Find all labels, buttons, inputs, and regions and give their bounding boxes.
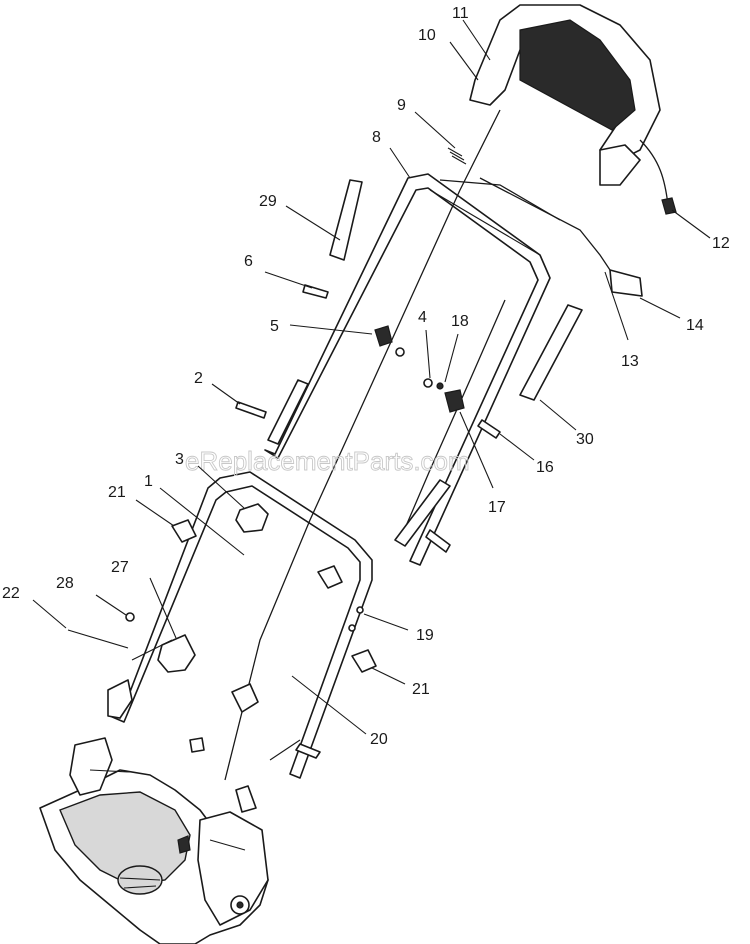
callout-3: 3 <box>175 451 184 468</box>
callout-27: 27 <box>111 559 129 576</box>
callout-14: 14 <box>686 317 704 334</box>
callout-1: 1 <box>144 473 153 490</box>
callout-20: 20 <box>370 731 388 748</box>
callout-12: 12 <box>712 235 730 252</box>
callout-2: 2 <box>194 370 203 387</box>
callout-6: 6 <box>244 253 253 270</box>
callout-13: 13 <box>621 353 639 370</box>
callout-30: 30 <box>576 431 594 448</box>
lower-handle <box>107 471 373 813</box>
watermark: eReplacementParts.com <box>185 446 470 476</box>
callout-29: 29 <box>259 193 277 210</box>
callout-17: 17 <box>488 499 506 516</box>
callout-9: 9 <box>397 97 406 114</box>
callout-5: 5 <box>270 318 279 335</box>
callout-8: 8 <box>372 129 381 146</box>
callout-21-upper: 21 <box>108 484 126 501</box>
hardware-parts <box>67 147 583 759</box>
mower-deck <box>39 737 269 944</box>
callout-18: 18 <box>451 313 469 330</box>
callout-10: 10 <box>418 27 436 44</box>
upper-handle <box>264 173 551 566</box>
top-handle-bar <box>469 4 677 215</box>
callout-19: 19 <box>416 627 434 644</box>
callout-labels: 11 10 9 8 29 6 5 2 4 18 12 13 14 30 16 1… <box>2 5 730 748</box>
callout-21-lower: 21 <box>412 681 430 698</box>
callout-22: 22 <box>2 585 20 602</box>
leader-lines <box>32 19 711 735</box>
callout-11: 11 <box>452 5 469 22</box>
callout-28: 28 <box>56 575 74 592</box>
callout-4: 4 <box>418 309 427 326</box>
callout-16: 16 <box>536 459 554 476</box>
control-cables <box>224 109 643 781</box>
